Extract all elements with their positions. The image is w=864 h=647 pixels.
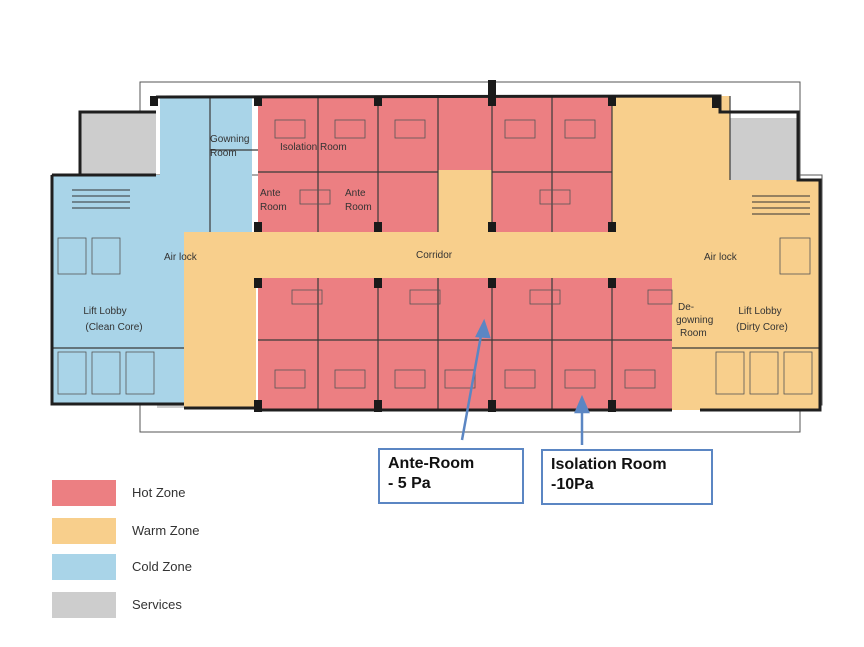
corridor-label: Corridor — [416, 250, 453, 261]
warm-zone-left-wing — [184, 278, 256, 408]
services-zone-left-top — [80, 112, 156, 174]
cold-zone-label: Cold Zone — [132, 559, 192, 574]
air-lock-label-right: Air lock — [704, 252, 738, 263]
cold-zone-lobby — [52, 232, 184, 404]
warm-zone-swatch — [52, 518, 116, 544]
ante-room-callout: Ante-Room - 5 Pa — [378, 448, 524, 504]
lift-lobby-clean-label: Lift Lobby(Clean Core) — [83, 306, 142, 333]
isolation-room-arrowhead — [574, 394, 590, 414]
partition-lines — [52, 96, 820, 410]
ante-room-callout-pressure: - 5 Pa — [388, 475, 431, 492]
services-swatch — [52, 592, 116, 618]
stairs — [72, 189, 810, 215]
services-label: Services — [132, 597, 182, 612]
hot-zone-top-2 — [378, 96, 438, 170]
hot-zone-bottom — [258, 278, 672, 410]
ante-room-arrowhead — [475, 318, 491, 339]
isolation-room-callout-title: Isolation Room — [551, 456, 667, 473]
cold-zone-stair — [52, 175, 212, 233]
warm-zone-airlock-right — [680, 180, 820, 278]
hot-zone-label: Hot Zone — [132, 485, 186, 500]
structural-columns — [150, 80, 720, 412]
air-lock-label-left: Air lock — [164, 252, 198, 263]
callout-arrows — [460, 318, 590, 445]
services-zone-right-top — [728, 118, 798, 180]
isolation-room-label: Isolation Room — [280, 142, 347, 153]
warm-zone-center-room — [438, 170, 492, 232]
warm-zone-right-lobby — [672, 278, 820, 410]
warm-zone-label: Warm Zone — [132, 523, 200, 538]
zone-fills — [52, 96, 820, 410]
lift-lobby-dirty-label: Lift Lobby(Dirty Core) — [736, 306, 788, 333]
ante-room-callout-title: Ante-Room — [388, 455, 475, 472]
cold-zone-swatch — [52, 554, 116, 580]
isolation-room-callout: Isolation Room -10Pa — [541, 449, 713, 505]
ante-room-arrow — [460, 329, 484, 441]
isolation-room-callout-pressure: -10Pa — [551, 476, 594, 493]
hot-zone-swatch — [52, 480, 116, 506]
hot-zone-top-4 — [438, 96, 492, 170]
fixtures — [57, 119, 813, 395]
